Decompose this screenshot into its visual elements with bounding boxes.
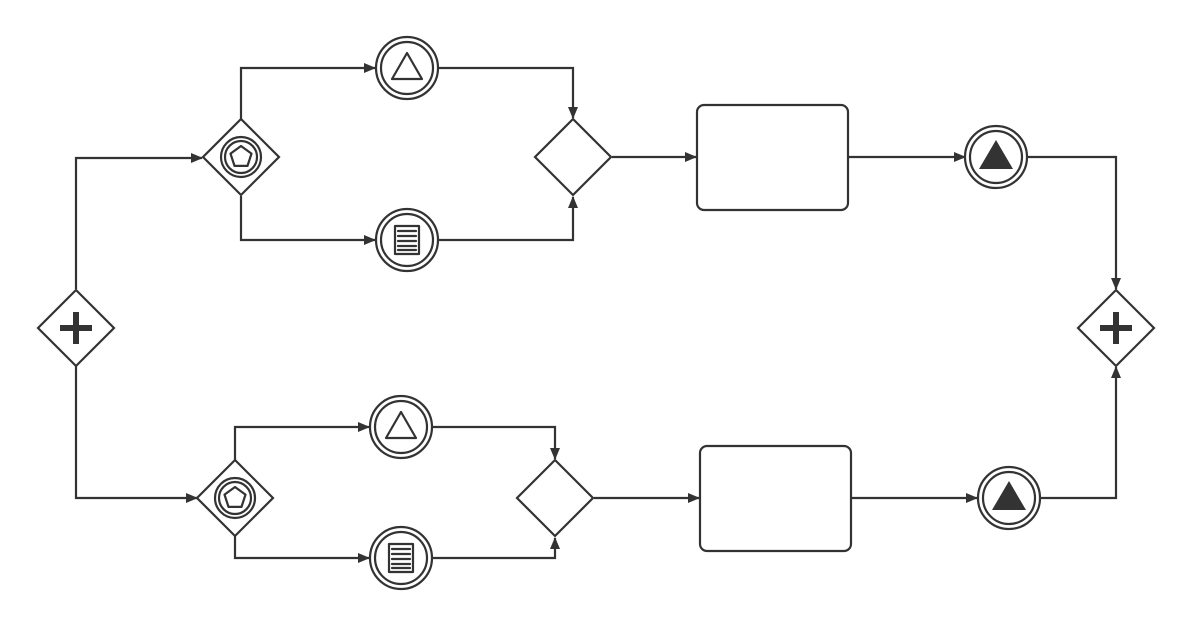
triangle-outline-icon xyxy=(384,410,418,440)
flow-bottom-event-gw-to-bottom-conditional-catch[interactable] xyxy=(233,536,370,563)
flow-top-conditional-catch-to-top-merge[interactable] xyxy=(439,196,578,242)
signal-throw-event-top[interactable] xyxy=(963,124,1029,190)
flow-bottom-event-gw-to-bottom-signal-catch[interactable] xyxy=(233,422,370,460)
flow-top-signal-throw-to-join[interactable] xyxy=(1028,155,1121,290)
document-lines-icon xyxy=(393,224,421,256)
pentagon-icon xyxy=(223,485,247,508)
plus-icon xyxy=(60,312,92,344)
signal-catch-event-bottom[interactable] xyxy=(368,394,434,460)
flow-split-to-top-event-gw[interactable] xyxy=(74,153,203,289)
signal-throw-event-bottom[interactable] xyxy=(976,465,1042,531)
triangle-filled-icon xyxy=(979,140,1013,169)
flow-bottom-signal-catch-to-bottom-merge[interactable] xyxy=(433,425,560,460)
parallel-gateway-join[interactable] xyxy=(1076,288,1156,368)
flow-top-event-gw-to-top-signal-catch[interactable] xyxy=(239,63,376,119)
pentagon-icon xyxy=(229,144,253,167)
exclusive-gateway-top-merge[interactable] xyxy=(533,117,613,197)
flow-top-signal-catch-to-top-merge[interactable] xyxy=(439,66,578,119)
plus-icon xyxy=(1100,312,1132,344)
document-lines-icon xyxy=(387,542,415,574)
signal-catch-event-top[interactable] xyxy=(374,35,440,101)
event-based-gateway-top[interactable] xyxy=(201,117,281,197)
triangle-outline-icon xyxy=(390,51,424,81)
flow-top-event-gw-to-top-conditional-catch[interactable] xyxy=(239,196,376,245)
event-based-gateway-bottom[interactable] xyxy=(195,458,275,538)
conditional-catch-event-top[interactable] xyxy=(374,207,440,273)
flow-bottom-signal-throw-to-join[interactable] xyxy=(1041,366,1121,500)
flow-bottom-conditional-catch-to-bottom-merge[interactable] xyxy=(433,537,560,560)
parallel-gateway-split[interactable] xyxy=(36,288,116,368)
triangle-filled-icon xyxy=(992,481,1026,510)
exclusive-gateway-bottom-merge[interactable] xyxy=(515,458,595,538)
sequence-flows xyxy=(74,63,1121,563)
task-bottom[interactable] xyxy=(698,444,853,553)
conditional-catch-event-bottom[interactable] xyxy=(368,525,434,591)
task-top[interactable] xyxy=(695,103,850,212)
flow-split-to-bottom-event-gw[interactable] xyxy=(74,366,198,503)
